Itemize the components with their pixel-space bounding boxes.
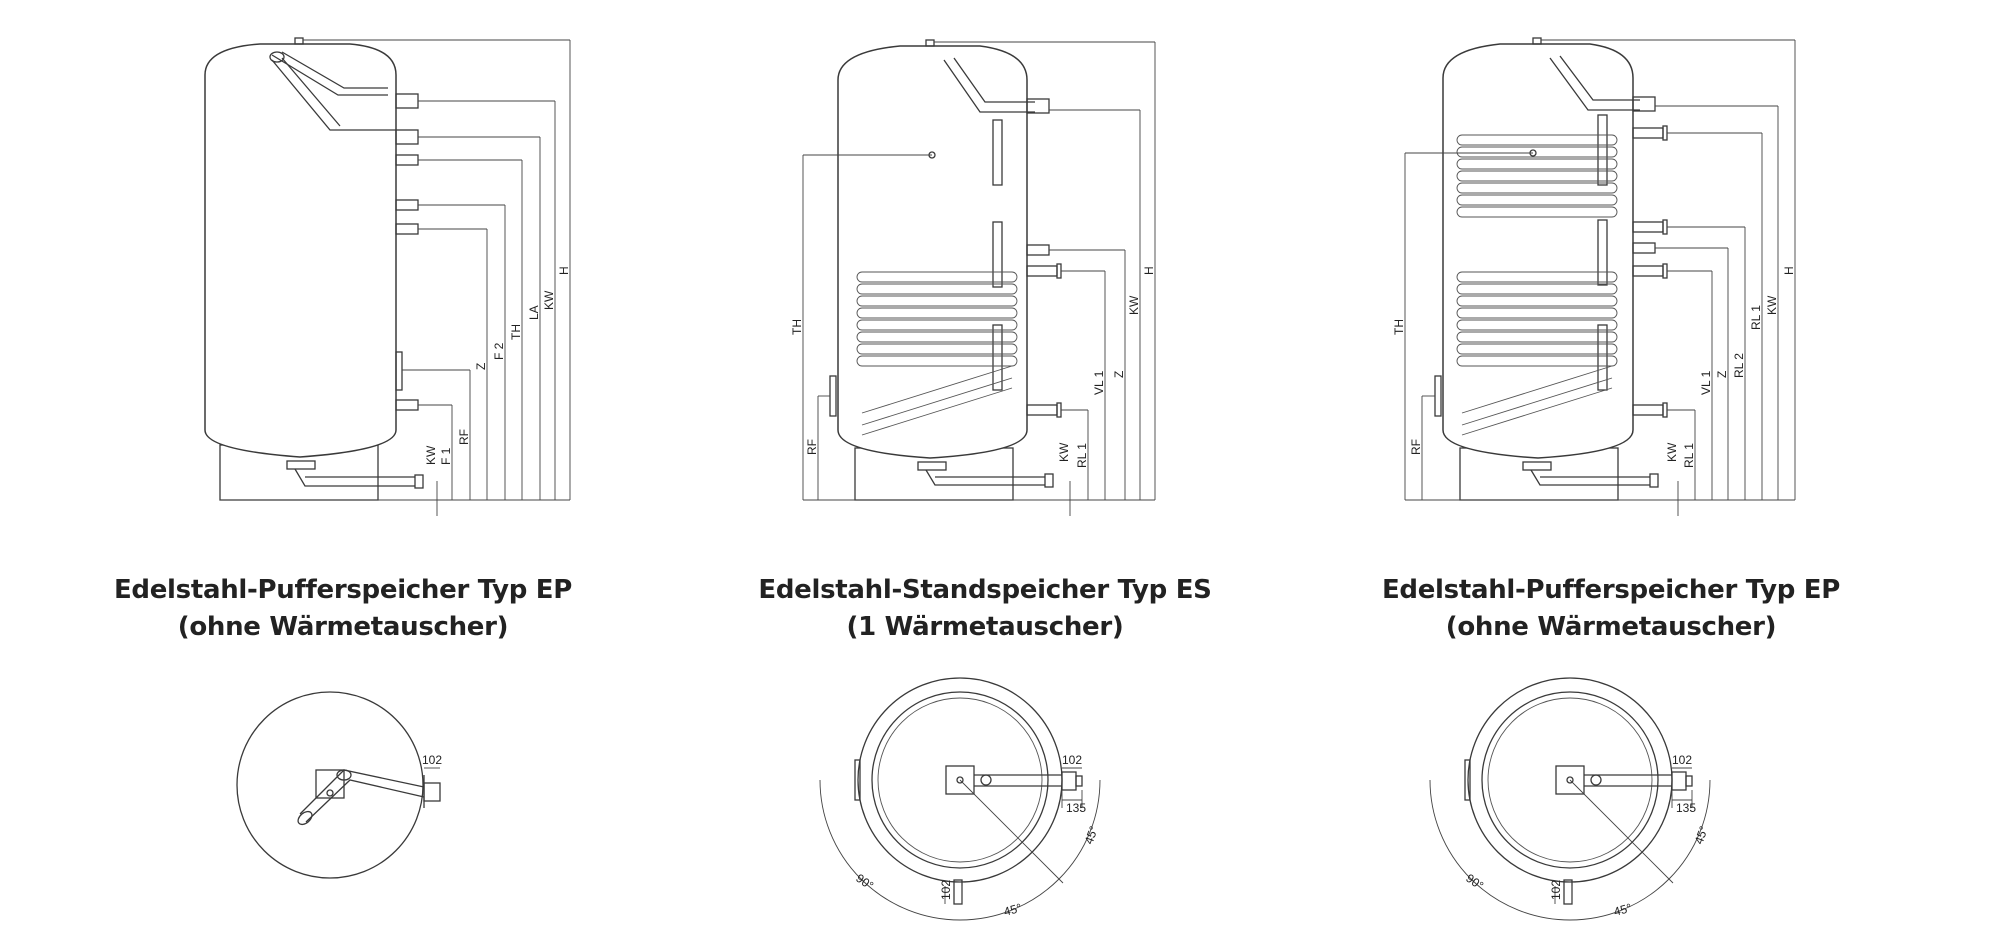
tank2-heat-coil (856, 271, 1018, 436)
tank3-label-th: TH (1392, 319, 1406, 335)
tank3-label-rl1-bottom: RL 1 (1682, 443, 1696, 468)
product-subtitle-1: (ohne Wärmetauscher) (177, 612, 509, 642)
tank3-top-label-45a: 45° (1692, 824, 1711, 846)
tank2-top-label-102: 102 (1062, 753, 1082, 767)
tank2-top-label-102b: 102 (939, 880, 953, 900)
tank2-label-vl1: VL 1 (1092, 370, 1106, 395)
tank1-label-f1: F 1 (439, 447, 453, 465)
tank2-label-z: Z (1112, 371, 1126, 378)
tank3-top-label-102: 102 (1672, 753, 1692, 767)
tank3-label-rl1: RL 1 (1749, 305, 1763, 330)
tank-2-top-view: 102 135 45° 90° 102 45° (819, 677, 1101, 921)
tank-3-top-view: 102 135 45° 90° 102 45° (1429, 677, 1711, 921)
tank1-label-z: Z (474, 363, 488, 370)
tank1-label-h: H (557, 266, 571, 275)
tank3-label-kw-bottom: KW (1665, 442, 1679, 462)
product-title-2: Edelstahl-Standspeicher Typ ES (758, 575, 1212, 605)
tank3-label-z: Z (1715, 371, 1729, 378)
tank2-top-label-45b: 45° (1002, 901, 1023, 919)
tank1-label-kw-bottom: KW (424, 445, 438, 465)
tank1-label-th: TH (509, 324, 523, 340)
tank3-lower-heat-coil (1456, 271, 1618, 436)
tank3-label-rl2: RL 2 (1732, 353, 1746, 378)
tank3-label-h: H (1782, 266, 1796, 275)
tank3-label-rf: RF (1409, 439, 1423, 455)
product-caption-3: Edelstahl-Pufferspeicher Typ EP (ohne Wä… (1311, 572, 1911, 646)
tank3-top-label-45b: 45° (1612, 901, 1633, 919)
tank1-label-rf: RF (457, 429, 471, 445)
tank-1-side-view: KW F 1 RF Z F 2 TH LA KW H (204, 37, 571, 516)
tank3-top-label-102b: 102 (1549, 880, 1563, 900)
tank1-label-kw: KW (542, 290, 556, 310)
tank1-label-f2: F 2 (492, 342, 506, 360)
tank2-label-kw: KW (1127, 295, 1141, 315)
tank2-label-h: H (1142, 266, 1156, 275)
tank-2-side-view: TH RF KW RL 1 VL 1 Z KW H (790, 39, 1156, 516)
tank3-label-kw: KW (1765, 295, 1779, 315)
tank2-top-label-45a: 45° (1082, 824, 1101, 846)
product-title-1: Edelstahl-Pufferspeicher Typ EP (113, 575, 573, 605)
tank1-label-la: LA (527, 305, 541, 320)
product-title-3: Edelstahl-Pufferspeicher Typ EP (1381, 575, 1841, 605)
product-caption-2: Edelstahl-Standspeicher Typ ES (1 Wärmet… (685, 572, 1285, 646)
tank-1-top-view: 102 (236, 691, 442, 879)
tank1-top-label-102: 102 (422, 753, 442, 767)
tank3-label-vl1: VL 1 (1699, 370, 1713, 395)
product-subtitle-3: (ohne Wärmetauscher) (1445, 612, 1777, 642)
product-caption-1: Edelstahl-Pufferspeicher Typ EP (ohne Wä… (43, 572, 643, 646)
tank2-label-kw-bottom: KW (1057, 442, 1071, 462)
tank2-label-th: TH (790, 319, 804, 335)
tank2-label-rl1: RL 1 (1075, 443, 1089, 468)
tank3-top-label-135: 135 (1676, 801, 1696, 815)
tank2-top-label-135: 135 (1066, 801, 1086, 815)
tank-3-side-view: TH RF KW RL 1 VL 1 RL 2 Z RL 1 KW H (1392, 37, 1796, 516)
tank2-label-rf: RF (805, 439, 819, 455)
product-subtitle-2: (1 Wärmetauscher) (846, 612, 1124, 642)
